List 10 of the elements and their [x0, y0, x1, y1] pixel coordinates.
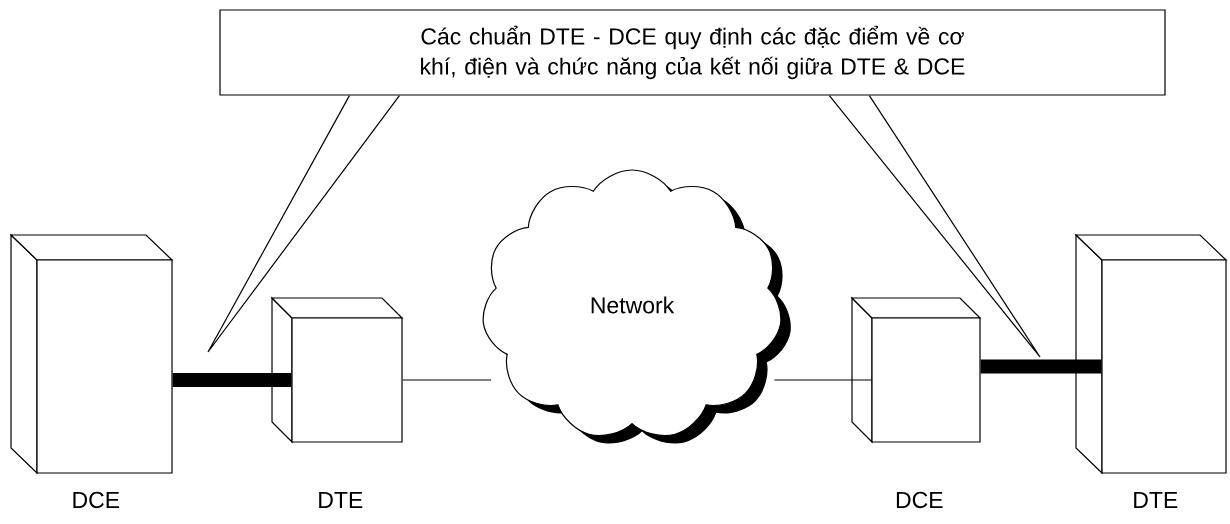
cable-line: [773, 379, 872, 381]
device-label: DCE: [73, 491, 120, 509]
network-cloud: Network: [482, 169, 791, 444]
device-label: DCE: [896, 491, 943, 509]
callout-box: Các chuẩn DTE - DCE quy định các đặc điểm về cơ khí, điện và chức năng của kết nối giữa DTE & DCE: [219, 9, 1166, 96]
cable-line: [402, 379, 492, 381]
cable-line: [172, 373, 292, 387]
device-label: DTE: [319, 492, 363, 508]
device-label: DTE: [1134, 492, 1178, 508]
cable-line: [980, 359, 1102, 374]
